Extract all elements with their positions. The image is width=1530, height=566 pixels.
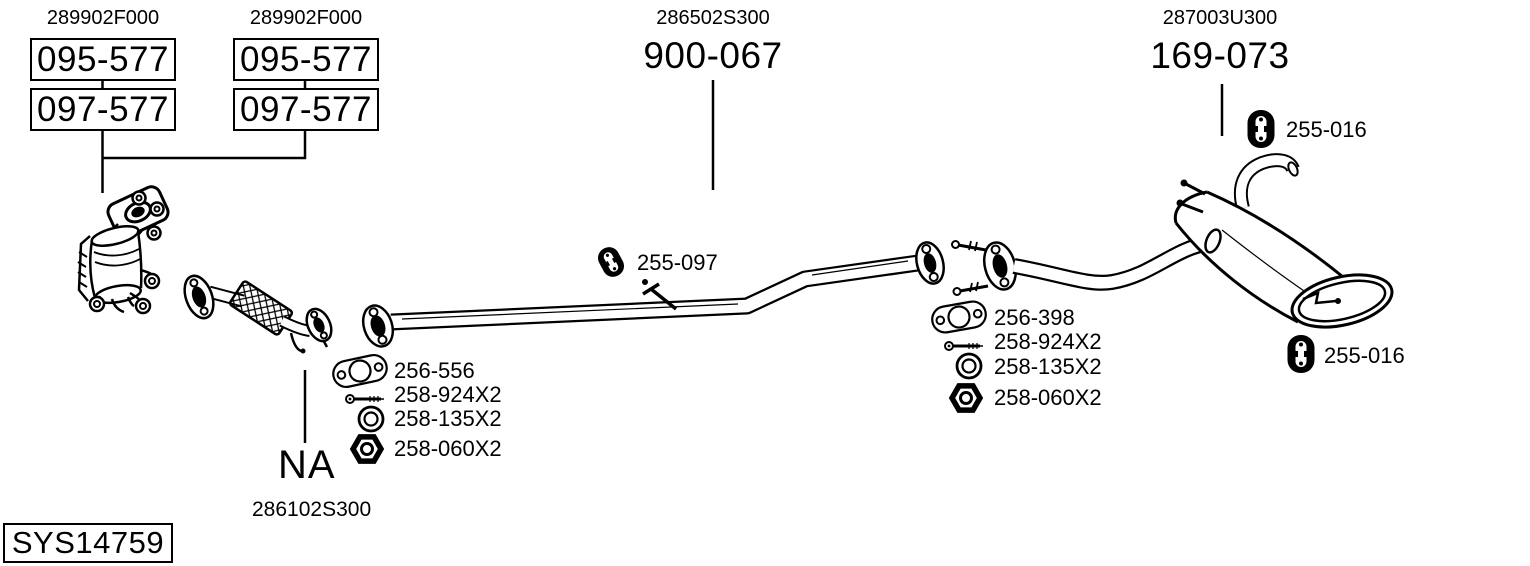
tailpipe-drawing [1233, 153, 1300, 210]
box-connector-lines [101, 81, 307, 193]
hanger-icon [1287, 335, 1315, 373]
bolt-icon [344, 393, 386, 405]
front-pipe-na-label: NA [278, 443, 336, 487]
hanger-label-center-pipe: 255-097 [637, 250, 718, 275]
bolt-icon [943, 340, 985, 352]
system-id-box: SYS14759 [3, 523, 173, 563]
catalytic-converter-drawing [77, 185, 170, 315]
gasket-icon [329, 351, 391, 391]
part-number-box-catalyst-left-2: 097-577 [30, 88, 176, 131]
fitting-label-rear-gasket: 256-398 [994, 305, 1075, 330]
ref-label-catalyst-right: 289902F000 [249, 7, 363, 29]
hanger-icon [594, 243, 628, 281]
hanger-label-muffler-bottom: 255-016 [1324, 343, 1405, 368]
part-number-box-catalyst-left-1: 095-577 [30, 38, 176, 81]
nut-icon [952, 386, 980, 410]
ref-label-front-pipe: 286102S300 [252, 498, 372, 521]
part-number-box-catalyst-right-2: 097-577 [233, 88, 379, 131]
washer-icon [955, 352, 983, 380]
gasket-icon [929, 298, 989, 336]
washer-icon [357, 405, 385, 433]
part-number-box-catalyst-right-1: 095-577 [233, 38, 379, 81]
nut-icon [353, 437, 381, 461]
rear-flange-drawing [951, 240, 1018, 296]
fitting-label-rear-nut: 258-060X2 [994, 385, 1102, 410]
part-number-rear-muffler: 169-073 [1150, 35, 1290, 76]
ref-label-catalyst-left: 289902F000 [46, 7, 160, 29]
fitting-label-front-nut: 258-060X2 [394, 436, 502, 461]
part-number-center-pipe: 900-067 [643, 35, 783, 76]
rear-pipe-drawing [1012, 235, 1210, 291]
fitting-label-rear-bolt: 258-924X2 [994, 329, 1102, 354]
fitting-label-front-gasket: 256-556 [394, 358, 475, 383]
fitting-label-front-bolt: 258-924X2 [394, 382, 502, 407]
center-pipe-drawing [361, 241, 945, 348]
fitting-label-front-washer: 258-135X2 [394, 406, 502, 431]
fitting-label-rear-washer: 258-135X2 [994, 354, 1102, 379]
muffler-drawing [1173, 179, 1394, 329]
flex-pipe-drawing [183, 274, 333, 354]
hanger-icon [1247, 110, 1275, 148]
ref-label-center-pipe: 286502S300 [656, 7, 770, 29]
ref-label-rear-muffler: 287003U300 [1162, 7, 1278, 29]
hanger-label-muffler-top: 255-016 [1286, 117, 1367, 142]
